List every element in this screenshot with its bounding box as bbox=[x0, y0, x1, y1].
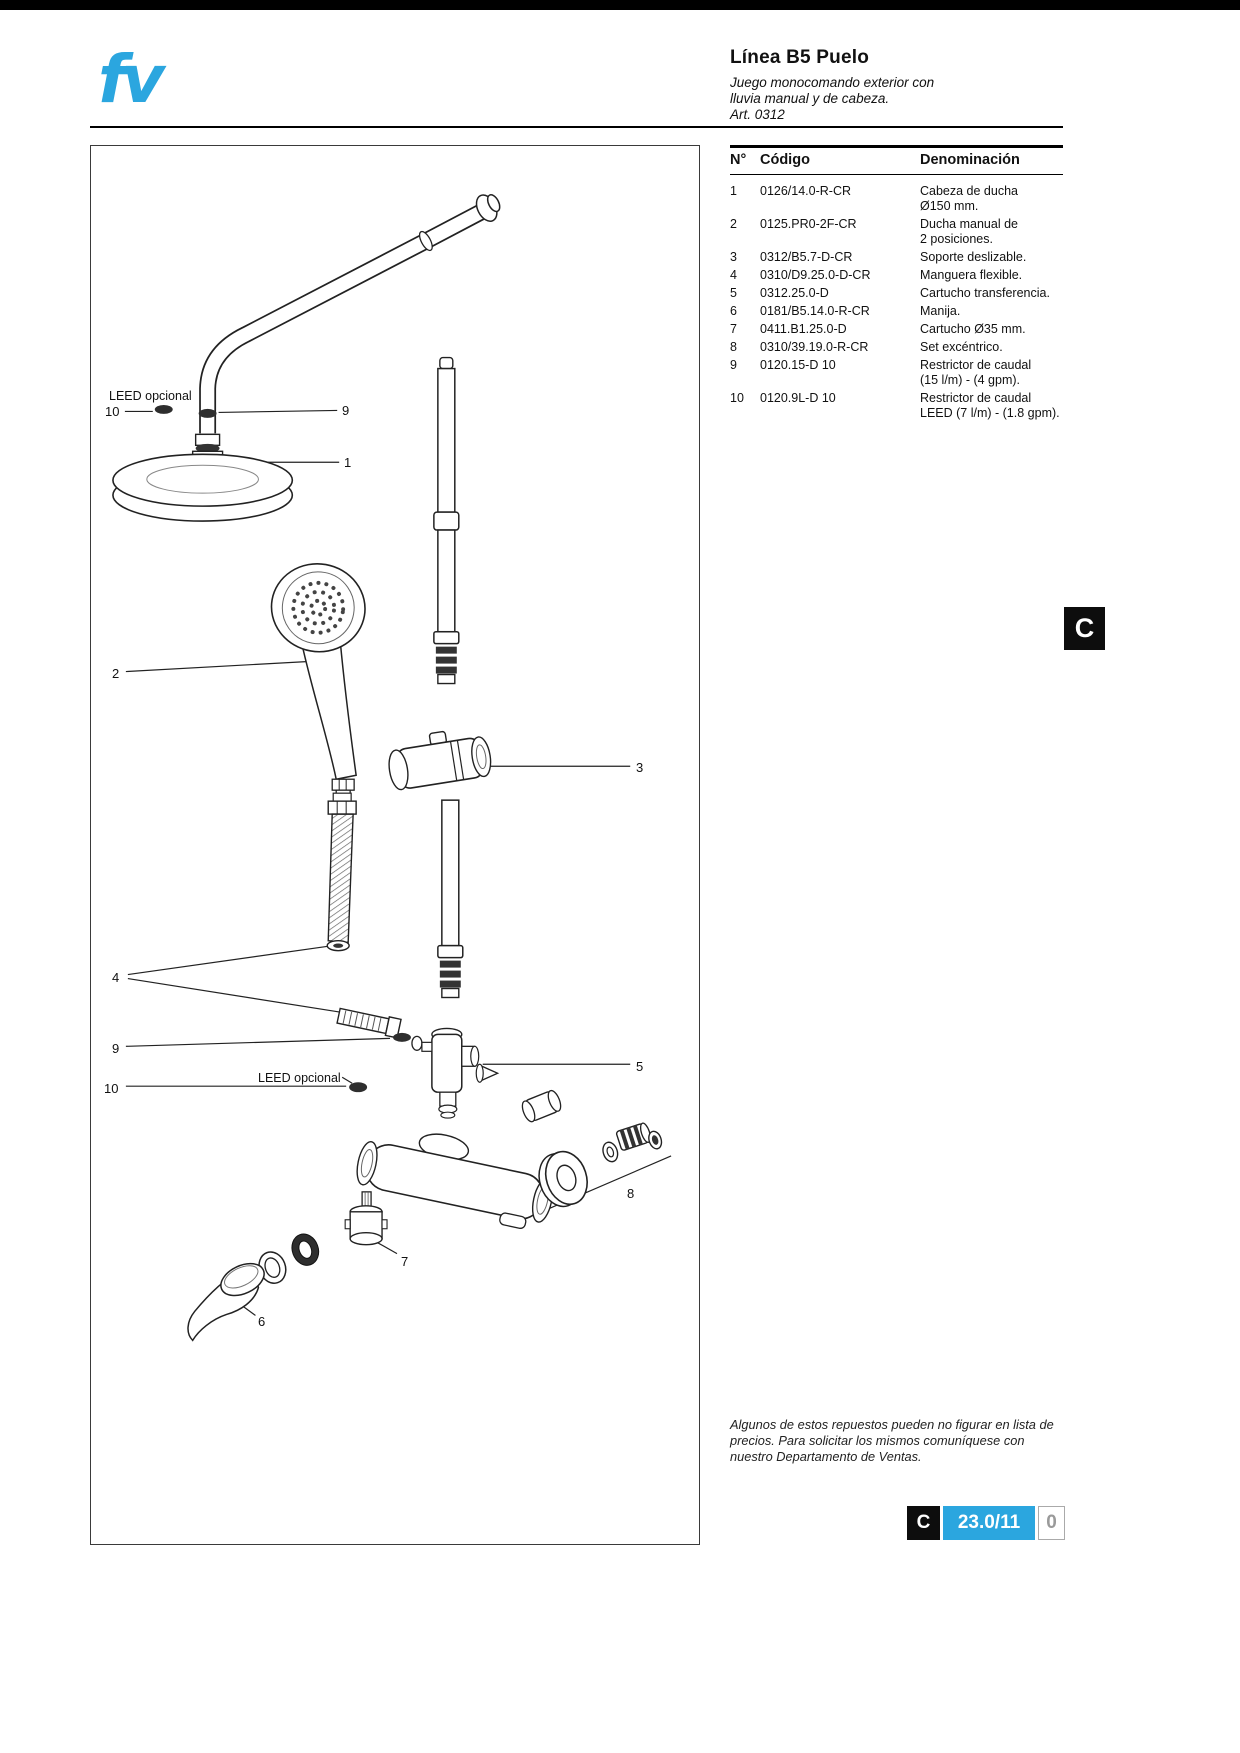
fv-logo-graphic: fv bbox=[98, 41, 172, 118]
part-name: Restrictor de caudal LEED (7 l/m) - (1.8… bbox=[920, 391, 1060, 420]
table-row: 10 0120.9L-D 10 Restrictor de caudal LEE… bbox=[730, 391, 1063, 421]
page-revision-badge: 0 bbox=[1038, 1506, 1065, 1540]
table-row: 4 0310/D9.25.0-D-CR Manguera flexible. bbox=[730, 268, 1063, 283]
part-number: 6 bbox=[730, 304, 737, 318]
part-name: Soporte deslizable. bbox=[920, 250, 1027, 264]
callout-2: 2 bbox=[112, 666, 120, 681]
header-num: N° bbox=[730, 152, 747, 168]
table-row: 8 0310/39.19.0-R-CR Set excéntrico. bbox=[730, 340, 1063, 355]
part-number: 2 bbox=[730, 217, 737, 231]
part-name: Cartucho Ø35 mm. bbox=[920, 322, 1026, 336]
part-number: 7 bbox=[730, 322, 737, 336]
part-code: 0120.15-D 10 bbox=[760, 358, 836, 372]
section-tab: C bbox=[1064, 607, 1105, 650]
part-name: Restrictor de caudal (15 l/m) - (4 gpm). bbox=[920, 358, 1032, 387]
callout-8: 8 bbox=[627, 1186, 635, 1201]
part-number: 9 bbox=[730, 358, 737, 372]
callout-7: 7 bbox=[401, 1254, 409, 1269]
slider-support-drawing bbox=[388, 730, 492, 791]
part-number: 5 bbox=[730, 286, 737, 300]
part-code: 0126/14.0-R-CR bbox=[760, 184, 852, 198]
hose-nipple-drawing bbox=[336, 1007, 423, 1051]
article-number: Art. 0312 bbox=[730, 107, 785, 122]
part-number: 10 bbox=[730, 391, 744, 405]
top-black-bar bbox=[0, 0, 1240, 10]
part-number: 8 bbox=[730, 340, 737, 354]
part-name: Manija. bbox=[920, 304, 961, 318]
part-name: Cartucho transferencia. bbox=[920, 286, 1050, 300]
flow-restrictor-10-bottom-part bbox=[349, 1082, 368, 1093]
table-row: 7 0411.B1.25.0-D Cartucho Ø35 mm. bbox=[730, 322, 1063, 337]
shower-arm-drawing bbox=[199, 194, 501, 434]
fv-logo: fv bbox=[96, 40, 186, 124]
fv-logo-text: fv bbox=[98, 41, 167, 118]
page-indicator: C 23.0/11 0 bbox=[907, 1506, 1065, 1540]
page-number-badge: 23.0/11 bbox=[943, 1506, 1035, 1540]
callout-4: 4 bbox=[112, 970, 120, 985]
exploded-diagram bbox=[112, 194, 672, 1342]
table-row: 6 0181/B5.14.0-R-CR Manija. bbox=[730, 304, 1063, 319]
header: Línea B5 Puelo Juego monocomando exterio… bbox=[730, 47, 1070, 123]
shower-column-lower-drawing bbox=[437, 799, 464, 999]
shower-column-upper-drawing bbox=[433, 356, 460, 685]
table-row: 1 0126/14.0-R-CR Cabeza de ducha Ø150 mm… bbox=[730, 184, 1063, 214]
mixer-body-drawing bbox=[356, 1133, 554, 1229]
part-code: 0310/39.19.0-R-CR bbox=[760, 340, 869, 354]
callout-9-top: 9 bbox=[342, 403, 350, 418]
parts-table-header: N° Código Denominación bbox=[730, 145, 1063, 175]
page-title: Línea B5 Puelo bbox=[730, 47, 870, 68]
ring-seal-drawing bbox=[291, 1233, 320, 1266]
cartridge-drawing bbox=[344, 1191, 388, 1246]
eccentric-set-drawing bbox=[538, 1122, 663, 1208]
flow-restrictor-10-top-part bbox=[154, 404, 173, 414]
header-divider bbox=[90, 126, 1063, 128]
subtitle-line-2: lluvia manual y de cabeza. bbox=[730, 91, 890, 106]
part-name: Set excéntrico. bbox=[920, 340, 1003, 354]
table-row: 5 0312.25.0-D Cartucho transferencia. bbox=[730, 286, 1063, 301]
table-row: 9 0120.15-D 10 Restrictor de caudal (15 … bbox=[730, 358, 1063, 388]
part-name: Cabeza de ducha Ø150 mm. bbox=[920, 184, 1018, 213]
diverter-cartridge-drawing bbox=[421, 1027, 562, 1123]
callout-3: 3 bbox=[636, 760, 644, 775]
flow-restrictor-9-bottom-part bbox=[393, 1032, 411, 1042]
part-number: 3 bbox=[730, 250, 737, 264]
flow-restrictor-9-top-part bbox=[198, 408, 217, 418]
part-name: Manguera flexible. bbox=[920, 268, 1023, 282]
hand-shower-drawing bbox=[270, 563, 366, 799]
part-code: 0181/B5.14.0-R-CR bbox=[760, 304, 870, 318]
page-section-badge: C bbox=[907, 1506, 940, 1540]
parts-table-body: 1 0126/14.0-R-CR Cabeza de ducha Ø150 mm… bbox=[730, 175, 1063, 421]
part-code: 0120.9L-D 10 bbox=[760, 391, 836, 405]
callout-1: 1 bbox=[344, 455, 352, 470]
callout-10-bottom: 10 bbox=[104, 1081, 119, 1096]
part-code: 0312.25.0-D bbox=[760, 286, 829, 300]
subtitle-line-1: Juego monocomando exterior con bbox=[730, 75, 935, 90]
parts-table: N° Código Denominación 1 0126/14.0-R-CR … bbox=[730, 145, 1063, 421]
part-code: 0310/D9.25.0-D-CR bbox=[760, 268, 871, 282]
header-code: Código bbox=[760, 152, 810, 168]
leed-label-bottom: LEED opcional bbox=[258, 1071, 341, 1085]
shower-head-drawing bbox=[112, 433, 294, 522]
table-row: 2 0125.PR0-2F-CR Ducha manual de 2 posic… bbox=[730, 217, 1063, 247]
flexible-hose-drawing bbox=[326, 792, 357, 952]
part-code: 0312/B5.7-D-CR bbox=[760, 250, 853, 264]
handle-drawing bbox=[187, 1262, 265, 1342]
callout-10-top: 10 bbox=[105, 404, 120, 419]
part-code: 0125.PR0-2F-CR bbox=[760, 217, 857, 231]
callout-9-bottom: 9 bbox=[112, 1041, 120, 1056]
leed-label-top: LEED opcional bbox=[109, 389, 192, 403]
part-number: 4 bbox=[730, 268, 737, 282]
part-number: 1 bbox=[730, 184, 737, 198]
exploded-diagram-panel: LEED opcional 10 9 1 2 3 4 9 LEED opcion… bbox=[90, 145, 700, 1545]
header-name: Denominación bbox=[920, 152, 1020, 168]
part-code: 0411.B1.25.0-D bbox=[760, 322, 847, 336]
footer-note: Algunos de estos repuestos pueden no fig… bbox=[730, 1417, 1054, 1464]
callout-5: 5 bbox=[636, 1059, 644, 1074]
part-name: Ducha manual de 2 posiciones. bbox=[920, 217, 1018, 246]
callout-6: 6 bbox=[258, 1314, 266, 1329]
table-row: 3 0312/B5.7-D-CR Soporte deslizable. bbox=[730, 250, 1063, 265]
